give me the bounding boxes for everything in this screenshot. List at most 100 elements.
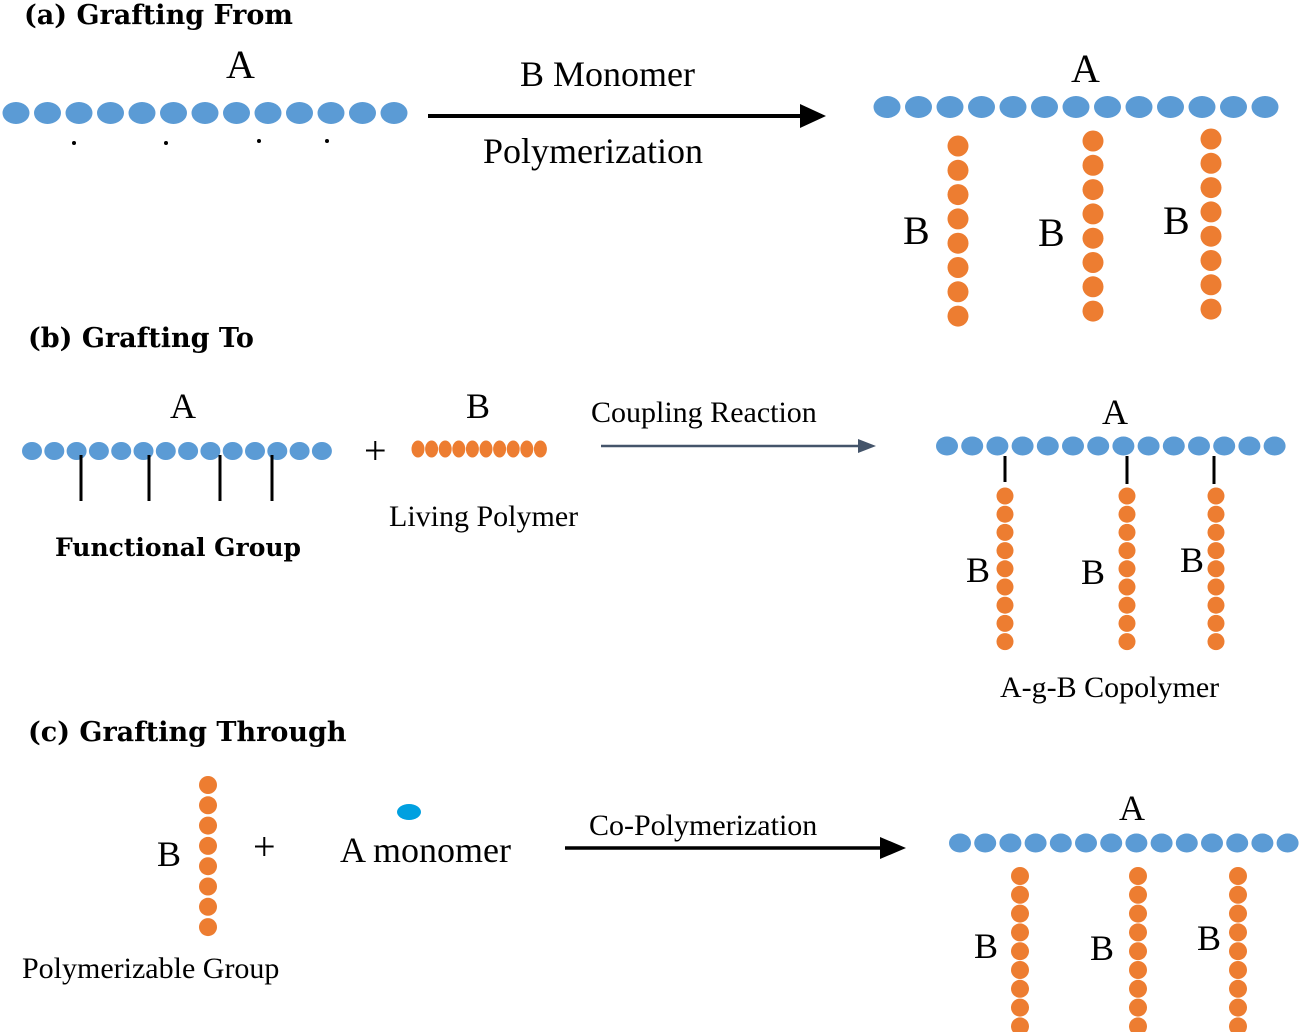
monomer-a-unit [155,442,176,460]
monomer-a-unit [1201,833,1223,853]
panel-grafting-to: (b) Grafting To A Functional Group + B L… [22,323,1286,704]
monomer-b-unit [1200,225,1222,247]
monomer-b-unit [493,440,507,458]
monomer-a-unit [200,442,221,460]
monomer-b-unit [1207,560,1225,578]
monomer-b-unit [411,440,425,458]
monomer-b-unit [996,596,1014,614]
monomer-a-unit [289,442,310,460]
monomer-b-unit [1207,523,1225,541]
monomer-b-unit [1118,505,1136,523]
monomer-b-unit [996,523,1014,541]
monomer-a-unit [905,96,932,118]
monomer-a-unit [311,442,332,460]
monomer-a-unit [1238,436,1261,456]
monomer-b-unit [1229,904,1247,923]
monomer-a-unit [22,442,42,460]
monomer-b-unit [1118,614,1136,632]
panel-a-arrow-bottom-label: Polymerization [483,131,703,171]
monomer-a-unit [1213,436,1236,456]
monomer-b-unit [996,542,1014,560]
monomer-a-unit [1251,833,1274,853]
monomer-a-unit [2,102,30,124]
monomer-b-unit [533,440,547,458]
panel-b-branch-label-2: B [1081,552,1105,592]
monomer-b-unit [1082,252,1104,273]
monomer-b-unit [1200,177,1222,199]
monomer-b-unit [1011,923,1029,942]
monomer-a-unit [974,833,997,853]
monomer-b-unit [1118,578,1136,596]
monomer-b-unit [1118,596,1136,614]
panel-a-chain-label: A [226,42,255,87]
panel-grafting-from: (a) Grafting From A B Monomer Polymeriza… [2,0,1279,327]
panel-b-arrowhead [858,439,876,453]
monomer-b-unit [1200,152,1222,174]
monomer-a-unit [999,96,1027,118]
monomer-b-unit [947,184,969,206]
monomer-a-unit [1251,96,1279,118]
monomer-a-unit [1220,96,1247,118]
monomer-a-unit [968,96,995,118]
monomer-b-unit [1129,979,1147,998]
monomer-b-unit [1207,614,1225,632]
monomer-b-unit [1207,542,1225,560]
panel-c-product-chain-label: A [1119,788,1145,828]
monomer-a-unit [380,102,408,124]
monomer-b-unit [1207,487,1225,505]
monomer-b-unit [947,159,969,181]
panel-a-backbone-chain [2,102,408,124]
monomer-a-unit [1137,436,1160,456]
monomer-a-unit [178,442,199,460]
monomer-a-unit [286,102,313,124]
monomer-a-unit [1024,833,1047,853]
monomer-b-unit [996,505,1014,523]
panel-b-living-chain-label: B [466,386,490,426]
panel-c-macromonomer-chain [199,776,217,937]
monomer-a-unit [1049,833,1072,853]
monomer-b-unit [1229,942,1247,961]
monomer-a-unit [191,102,219,124]
monomer-b-unit [1011,1017,1029,1032]
monomer-a-unit [1011,436,1034,456]
monomer-b-unit [199,776,217,794]
monomer-b-unit [199,836,217,855]
monomer-b-unit [1207,578,1225,596]
panel-b-heading: (b) Grafting To [28,323,254,354]
panel-c-branch-label-3: B [1197,918,1221,958]
monomer-a-unit [1157,96,1184,118]
monomer-a-unit [65,102,93,124]
monomer-a-unit [1175,833,1198,853]
panel-c-branch-label-2: B [1090,928,1114,968]
monomer-a-unit [1062,96,1090,118]
panel-c-a-monomer-unit [397,804,421,820]
monomer-b-unit [1118,542,1136,560]
monomer-a-unit [254,102,282,124]
monomer-b-unit [1082,179,1104,201]
monomer-a-unit [317,102,345,124]
monomer-a-unit [1075,833,1097,853]
monomer-b-unit [199,816,217,835]
monomer-b-unit [996,487,1014,505]
monomer-b-unit [1129,923,1147,942]
monomer-a-unit [34,102,61,124]
monomer-b-unit [1207,633,1225,651]
panel-a-branch-label-1: B [903,208,930,253]
monomer-b-unit [996,560,1014,578]
monomer-b-unit [452,440,466,458]
monomer-a-unit [1188,96,1216,118]
monomer-a-unit [245,442,265,460]
monomer-b-unit [1118,633,1136,651]
panel-a-branch-label-2: B [1038,210,1065,255]
monomer-a-unit [1263,436,1286,456]
monomer-b-unit [1200,201,1222,223]
monomer-b-unit [996,633,1014,651]
panel-c-monomer-label: A monomer [340,830,511,870]
monomer-a-unit [1125,96,1153,118]
panel-b-backbone-chain [22,442,332,501]
monomer-b-unit [520,440,534,458]
monomer-a-unit [1094,96,1121,118]
panel-c-arrow-label: Co-Polymerization [589,809,817,842]
monomer-b-unit [1011,942,1029,961]
